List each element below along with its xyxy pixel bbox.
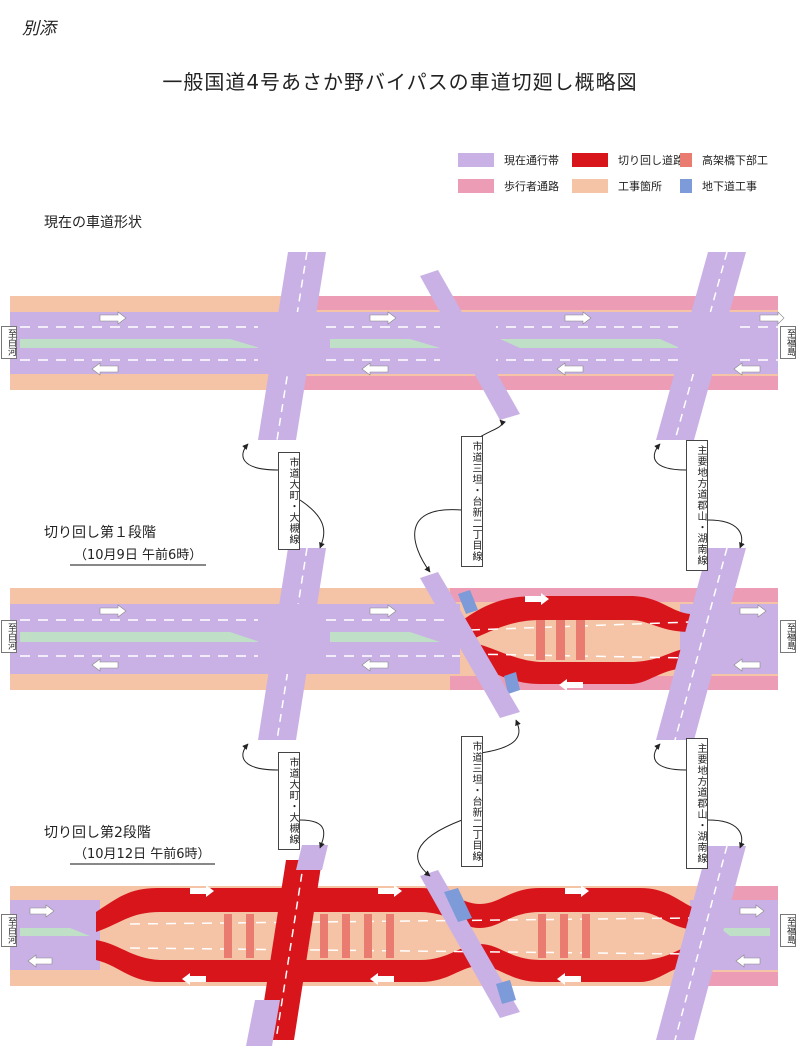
cross-road-label-3: 主要地方道郡山・湖南線: [686, 738, 708, 869]
legend-swatch: [458, 179, 494, 193]
cross-road-label-1: 市道大町・大槻線: [278, 452, 300, 550]
diagram-current: [10, 251, 785, 441]
end-label-left: 至白河: [1, 620, 17, 653]
stage2-time: （10月12日 午前6時）: [70, 843, 215, 865]
legend-swatch: [572, 179, 608, 193]
legend-swatch: [458, 153, 494, 167]
median-strip: [500, 339, 680, 348]
legend-pedestrian-path: 歩行者通路: [458, 178, 559, 194]
legend-swatch: [680, 179, 692, 193]
legend-label: 高架橋下部工: [702, 154, 768, 167]
section-stage1-heading: 切り回し第１段階: [44, 525, 156, 541]
end-label-left: 至白河: [1, 326, 17, 359]
legend-swatch: [572, 153, 608, 167]
section-current-heading: 現在の車道形状: [44, 215, 142, 231]
legend-label: 歩行者通路: [504, 180, 559, 193]
diagram-stage1: [10, 547, 778, 741]
median-strip: [330, 339, 440, 348]
end-label-right: 至福島: [780, 326, 796, 359]
median-strip: [20, 339, 260, 348]
pedestrian-path: [300, 296, 778, 310]
section-stage2-heading: 切り回し第2段階: [44, 825, 151, 841]
legend-label: 切り回し道路: [618, 154, 684, 167]
end-label-right: 至福島: [780, 914, 796, 947]
diagram-stage2: [10, 845, 778, 1046]
legend-construction-area: 工事箇所: [572, 178, 662, 194]
cross-road-label-2: 市道三坦・台新二丁目線: [461, 436, 483, 567]
attachment-label: 別添: [22, 19, 56, 39]
legend-detour-road: 切り回し道路: [572, 152, 684, 168]
legend-label: 現在通行帯: [504, 154, 559, 167]
legend-swatch: [680, 153, 692, 167]
cross-road-label-2: 市道三坦・台新二丁目線: [461, 736, 483, 867]
legend-label: 地下道工事: [702, 180, 757, 193]
end-label-right: 至福島: [780, 620, 796, 653]
cross-road-label-3: 主要地方道郡山・湖南線: [686, 440, 708, 571]
legend-current-lane: 現在通行帯: [458, 152, 559, 168]
pedestrian-path: [300, 376, 778, 390]
legend-label: 工事箇所: [618, 180, 662, 193]
cross-road-label-1: 市道大町・大槻線: [278, 752, 300, 850]
end-label-left: 至白河: [1, 914, 17, 947]
legend-viaduct-substructure: 高架橋下部工: [680, 152, 768, 168]
stage1-time: （10月9日 午前6時）: [70, 544, 207, 566]
legend-underpass-work: 地下道工事: [680, 178, 757, 194]
page-title: 一般国道4号あさか野バイパスの車道切廻し概略図: [162, 70, 638, 94]
